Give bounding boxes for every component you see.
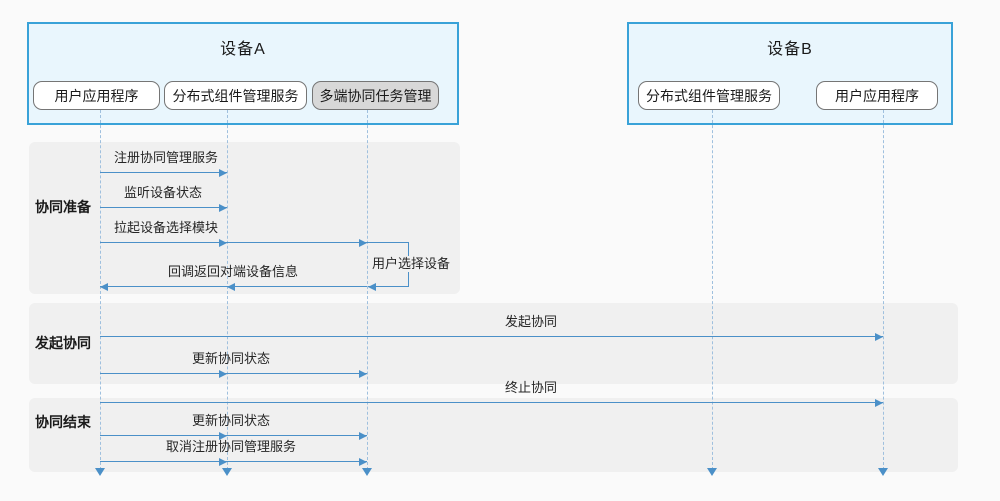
actor-b-app: 用户应用程序 (816, 81, 938, 110)
actor-a-task: 多端协同任务管理 (312, 81, 439, 110)
phase-label-prepare: 协同准备 (35, 199, 91, 215)
phase-label-finish: 协同结束 (35, 414, 91, 430)
arrow-right-icon (875, 333, 883, 341)
arrow-left-icon (100, 283, 108, 291)
arrow-right-icon (219, 239, 227, 247)
arrow-down-icon (222, 468, 232, 476)
arrow-down-icon (878, 468, 888, 476)
message-label: 取消注册协同管理服务 (165, 439, 297, 454)
arrow-right-icon (359, 432, 367, 440)
arrow-down-icon (95, 468, 105, 476)
message-label: 终止协同 (504, 380, 558, 395)
lifeline-b-app (883, 110, 884, 470)
actor-b-dist: 分布式组件管理服务 (638, 81, 780, 110)
arrow-right-icon (359, 370, 367, 378)
arrow-right-icon (359, 239, 367, 247)
arrow-down-icon (707, 468, 717, 476)
self-message-label: 用户选择设备 (368, 256, 454, 272)
arrow-right-icon (875, 399, 883, 407)
arrow-right-icon (219, 458, 227, 466)
arrow-left-icon (227, 283, 235, 291)
message-label: 发起协同 (504, 314, 558, 329)
arrow-right-icon (359, 458, 367, 466)
actor-a-app: 用户应用程序 (33, 81, 160, 110)
message-label: 回调返回对端设备信息 (167, 264, 299, 279)
phase-label-initiate: 发起协同 (35, 335, 91, 351)
message-line (100, 172, 227, 173)
device-title-b: 设备B (767, 41, 813, 58)
message-label: 拉起设备选择模块 (113, 220, 219, 235)
message-label: 监听设备状态 (123, 185, 203, 200)
arrow-right-icon (219, 370, 227, 378)
device-title-a: 设备A (220, 41, 266, 58)
message-line (100, 373, 367, 374)
arrow-down-icon (362, 468, 372, 476)
message-label: 更新协同状态 (191, 351, 271, 366)
message-label: 注册协同管理服务 (113, 150, 219, 165)
phase-band-initiate (29, 303, 958, 384)
arrow-right-icon (219, 204, 227, 212)
self-message-bottom-line (368, 286, 409, 287)
arrow-right-icon (219, 169, 227, 177)
message-line (100, 242, 367, 243)
message-label: 更新协同状态 (191, 413, 271, 428)
lifeline-b-dist (712, 110, 713, 470)
message-line (100, 207, 227, 208)
message-line (100, 402, 883, 403)
arrow-left-icon (368, 283, 376, 291)
arrow-right-icon (219, 432, 227, 440)
message-line (100, 461, 367, 462)
actor-a-dist: 分布式组件管理服务 (164, 81, 307, 110)
self-message-top-line (367, 242, 408, 243)
message-line (100, 435, 367, 436)
lifeline-a-task (367, 110, 368, 470)
message-line (100, 336, 883, 337)
